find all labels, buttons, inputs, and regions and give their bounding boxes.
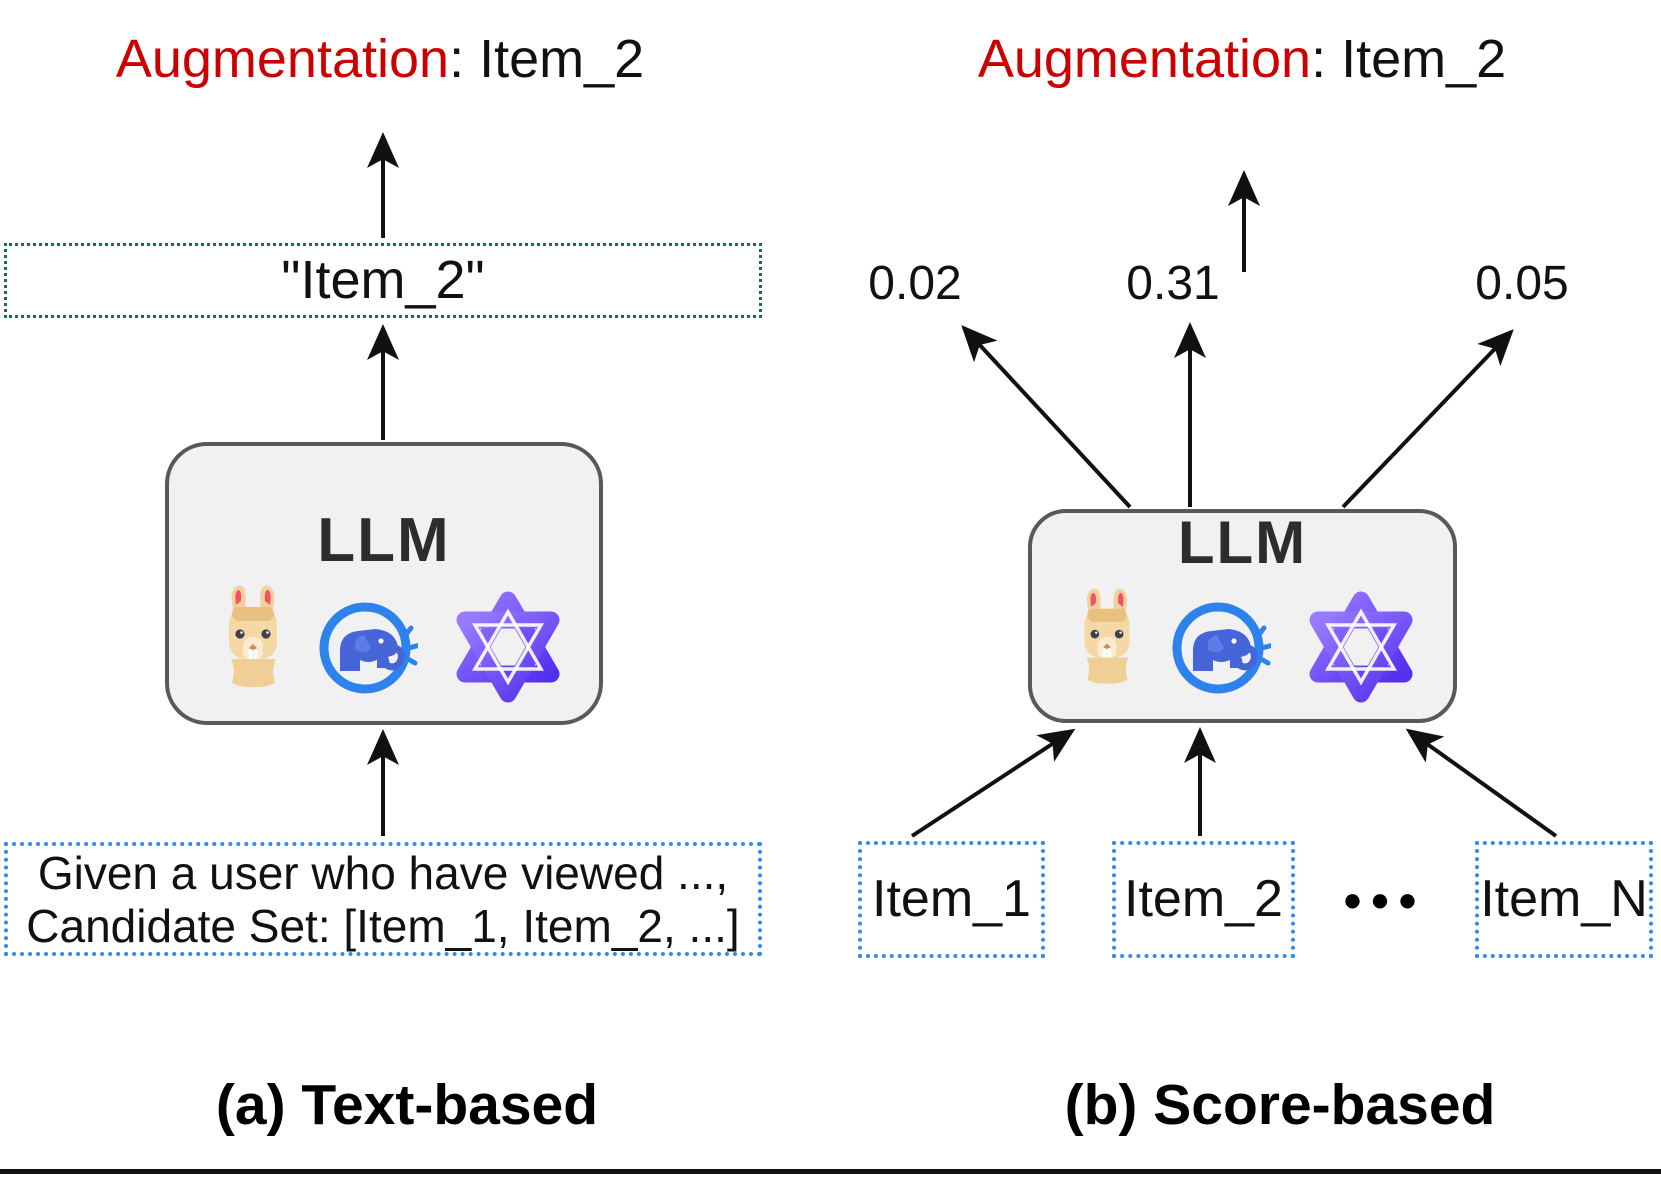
panel-b-title-rest: : Item_2 (1311, 29, 1507, 89)
arrow-b-llm-to-score-3 (1341, 329, 1514, 509)
elephant-logo-icon (319, 602, 418, 694)
panel-b-caption: (b) Score-based (1064, 1073, 1496, 1137)
arrow-b-itemN-to-llm (1405, 728, 1558, 838)
panel-b-title: Augmentation: Item_2 (862, 28, 1622, 90)
score-value-1: 0.02 (868, 257, 962, 310)
item-label-2: Item_2 (1124, 870, 1283, 928)
item-box-2: Item_2 (1112, 841, 1295, 958)
panel-b-title-highlight: Augmentation (977, 29, 1312, 89)
panel-a-caption: (a) Text-based (215, 1073, 599, 1137)
panel-a-llm-label: LLM (317, 506, 451, 575)
panel-a-prompt-line1: Given a user who have viewed ..., (37, 847, 729, 899)
panel-a-title-rest: : Item_2 (449, 29, 645, 89)
elephant-logo-icon (1172, 602, 1271, 694)
panel-a-prompt-box: Given a user who have viewed ..., Candid… (4, 842, 762, 956)
panel-a-title: Augmentation: Item_2 (0, 28, 760, 90)
score-value-2: 0.31 (1126, 257, 1220, 310)
item-label-1: Item_1 (872, 870, 1031, 928)
item-box-n: Item_N (1475, 841, 1653, 958)
panel-b-llm-label: LLM (1177, 509, 1308, 576)
arrow-b-item1-to-llm (910, 728, 1076, 838)
panel-a-prompt-line2: Candidate Set: [Item_1, Item_2, ...] (26, 900, 740, 952)
arrow-b-llm-to-score-1 (961, 325, 1132, 509)
qwen-logo-icon (1309, 591, 1413, 703)
llama-icon (1084, 588, 1130, 684)
panel-a-title-highlight: Augmentation (115, 29, 450, 89)
llama-icon (229, 585, 277, 687)
qwen-logo-icon (456, 591, 560, 703)
score-value-3: 0.05 (1475, 257, 1569, 310)
item-label-n: Item_N (1480, 870, 1648, 928)
item-box-1: Item_1 (858, 841, 1045, 958)
items-ellipsis: ••• (1343, 873, 1427, 929)
panel-a-output-text: "Item_2" (281, 250, 485, 310)
bottom-rule (0, 1169, 1661, 1174)
panel-a-output-box: "Item_2" (4, 243, 762, 318)
